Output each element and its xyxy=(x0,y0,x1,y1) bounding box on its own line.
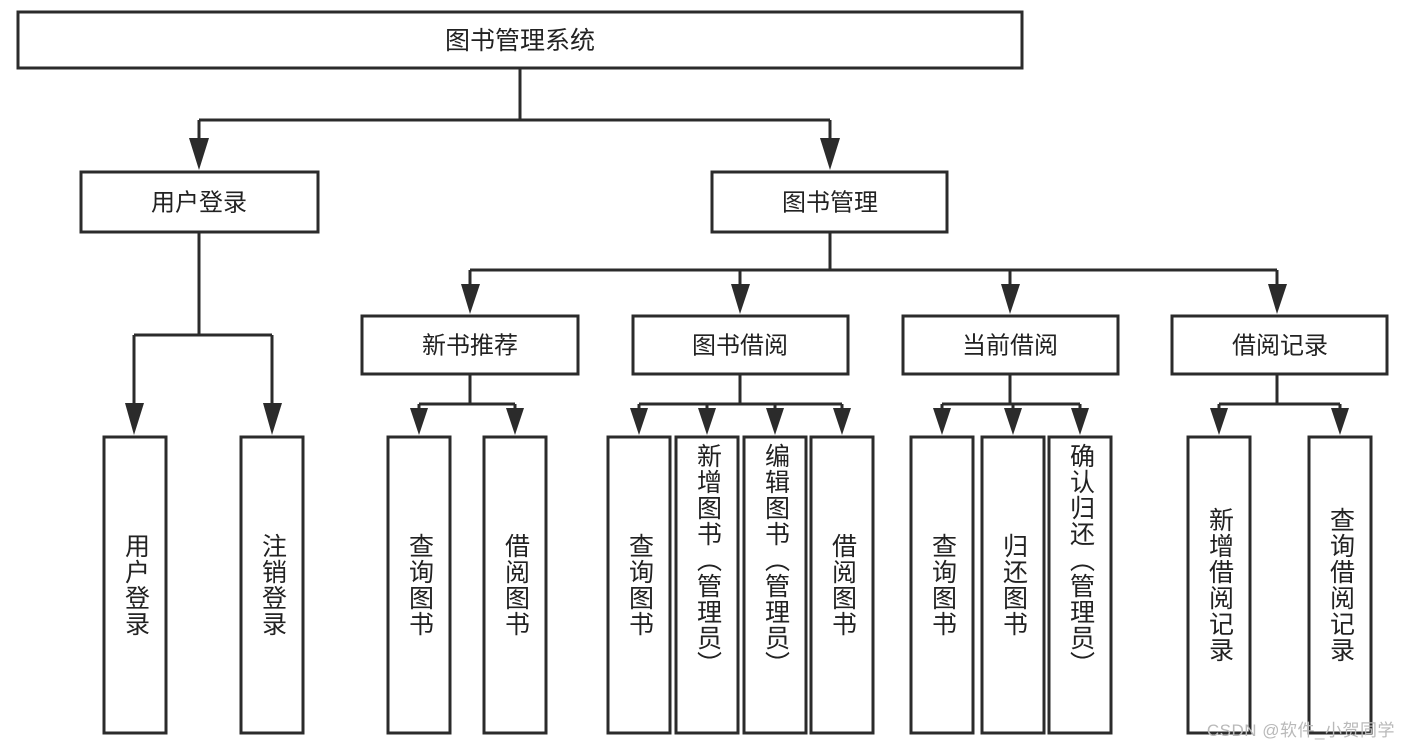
arrow-user-login-leaf-2 xyxy=(263,403,282,435)
connector-group-new-book-rec xyxy=(410,374,524,435)
node-root-label: 图书管理系统 xyxy=(445,27,595,55)
arrow-bb-leaf-3 xyxy=(766,408,784,435)
connector-group-borrow-record xyxy=(1210,374,1349,435)
node-new-book-rec-label: 新书推荐 xyxy=(422,333,518,360)
arrow-root-to-user-login xyxy=(189,138,209,170)
node-borrow-record-label: 借阅记录 xyxy=(1232,333,1328,360)
arrow-nbr-leaf-1 xyxy=(410,408,428,435)
arrow-cb-leaf-3 xyxy=(1071,408,1089,435)
leaf-box-confirm-return[interactable] xyxy=(1047,435,1113,735)
node-current-borrow-box[interactable] xyxy=(901,314,1120,376)
leaf-box-edit-book[interactable] xyxy=(742,435,808,735)
arrow-user-login-leaf-1 xyxy=(125,403,144,435)
node-root[interactable]: 图书管理系统 xyxy=(16,10,1024,70)
node-new-book-rec[interactable]: 新书推荐 xyxy=(360,314,580,376)
node-book-manage-label: 图书管理 xyxy=(782,190,878,217)
node-borrow-record[interactable]: 借阅记录 xyxy=(1170,314,1389,376)
arrow-bm-borrow-record xyxy=(1268,284,1287,314)
leaf-box-user-login[interactable] xyxy=(102,435,168,735)
leaf-box-query-record[interactable] xyxy=(1307,435,1373,735)
node-user-login-label: 用户登录 xyxy=(151,190,247,217)
arrow-bb-leaf-4 xyxy=(833,408,851,435)
arrow-cb-leaf-1 xyxy=(933,408,951,435)
leaf-box-group xyxy=(102,435,1373,735)
connector-group-book-manage xyxy=(461,232,1287,314)
arrow-bb-leaf-1 xyxy=(630,408,648,435)
arrow-bb-leaf-2 xyxy=(698,408,716,435)
arrow-nbr-leaf-2 xyxy=(506,408,524,435)
csdn-watermark: CSDN @软件_小贺同学 xyxy=(1206,721,1395,740)
connector-group-current-borrow xyxy=(933,374,1089,435)
arrow-bm-current-borrow xyxy=(1001,284,1020,314)
node-user-login[interactable]: 用户登录 xyxy=(79,170,320,234)
node-book-borrow-label: 图书借阅 xyxy=(692,333,788,360)
node-borrow-record-box[interactable] xyxy=(1170,314,1389,376)
leaf-box-add-book[interactable] xyxy=(674,435,740,735)
node-book-manage-box[interactable] xyxy=(710,170,949,234)
node-current-borrow-label: 当前借阅 xyxy=(962,333,1058,360)
leaf-box-query-book-1[interactable] xyxy=(386,435,452,735)
leaf-box-borrow-book-1[interactable] xyxy=(482,435,548,735)
node-book-borrow-box[interactable] xyxy=(631,314,850,376)
leaf-box-add-record[interactable] xyxy=(1186,435,1252,735)
arrow-br-leaf-1 xyxy=(1210,408,1228,435)
node-root-box[interactable] xyxy=(16,10,1024,70)
leaf-box-return-book[interactable] xyxy=(980,435,1046,735)
node-book-borrow[interactable]: 图书借阅 xyxy=(631,314,850,376)
leaf-box-query-book-3[interactable] xyxy=(909,435,975,735)
arrow-bm-book-borrow xyxy=(731,284,750,314)
connector-group-user-login xyxy=(125,232,282,435)
node-book-manage[interactable]: 图书管理 xyxy=(710,170,949,234)
arrow-br-leaf-2 xyxy=(1331,408,1349,435)
connector-group-book-borrow xyxy=(630,374,851,435)
leaf-box-logout[interactable] xyxy=(239,435,305,735)
leaf-box-query-book-2[interactable] xyxy=(606,435,672,735)
arrow-root-to-book-manage xyxy=(820,138,840,170)
arrow-cb-leaf-2 xyxy=(1004,408,1022,435)
node-current-borrow[interactable]: 当前借阅 xyxy=(901,314,1120,376)
connector-group-root xyxy=(189,68,840,170)
node-user-login-box[interactable] xyxy=(79,170,320,234)
leaf-box-borrow-book-2[interactable] xyxy=(809,435,875,735)
node-new-book-rec-box[interactable] xyxy=(360,314,580,376)
arrow-bm-new-book-rec xyxy=(461,284,480,314)
